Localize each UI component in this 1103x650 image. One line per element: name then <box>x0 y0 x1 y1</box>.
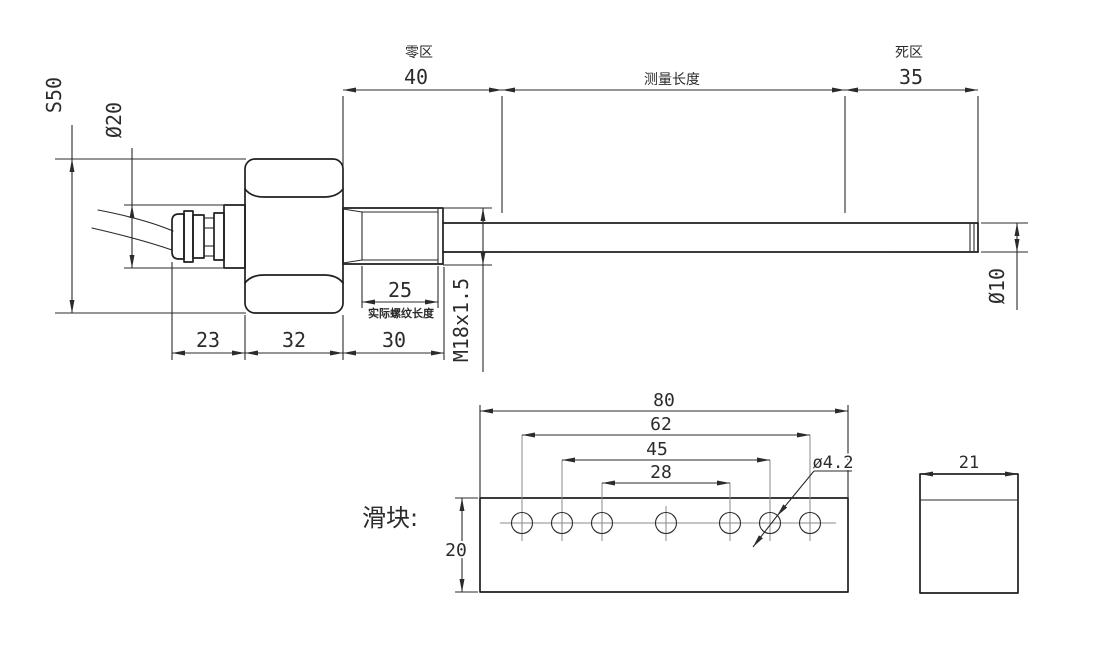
zero-zone-value: 40 <box>404 65 428 89</box>
dim-rod-dia: Ø10 <box>981 222 1028 310</box>
measuring-length-label: 测量长度 <box>644 72 700 88</box>
dim-hex-across-flats: S50 <box>40 75 246 314</box>
dim-bottom-chain: 23 32 30 <box>171 262 445 360</box>
hex-across-flats-value: S50 <box>42 77 66 113</box>
gland-ring-3 <box>213 212 225 261</box>
cable-gland-dia-value: Ø20 <box>102 102 126 138</box>
dead-zone-value: 35 <box>899 65 923 89</box>
thread-section <box>342 207 444 265</box>
dim-thread-length: 25 实际螺纹长度 <box>361 266 439 322</box>
probe-side-view: 零区 40 测量长度 死区 35 S50 Ø20 25 <box>40 43 1028 372</box>
slider-side-view: 21 <box>919 451 1019 594</box>
overall-width-value: 80 <box>653 390 675 411</box>
gland-collar <box>223 204 246 269</box>
hole-span-28-value: 28 <box>650 462 672 483</box>
measuring-rod <box>442 222 979 253</box>
slider-label: 滑块: <box>362 504 418 532</box>
thread-chamfer-top <box>342 208 363 213</box>
slider-side-outline <box>919 473 1019 594</box>
hole-span-45-value: 45 <box>646 439 668 460</box>
mounting-hole <box>758 511 782 535</box>
dim-slider-height: 20 <box>443 497 478 593</box>
mounting-hole <box>510 511 534 535</box>
mounting-hole <box>550 511 574 535</box>
slider-depth-value: 21 <box>959 453 979 473</box>
dim-hole-spans: 80 62 45 28 <box>479 388 849 498</box>
dim-thread-spec: M18x1.5 <box>443 207 492 372</box>
dim-hole-dia: ø4.2 <box>752 451 855 548</box>
gland-neck-top <box>203 217 215 229</box>
hex-facet-line-bottom <box>244 274 344 284</box>
mounting-hole <box>798 511 822 535</box>
dim-cable-gland-dia: Ø20 <box>100 100 225 269</box>
mounting-hole <box>718 511 742 535</box>
cable-curve-bottom <box>91 227 173 251</box>
thread-length-value: 25 <box>388 278 412 302</box>
hex-outline <box>244 158 344 314</box>
slider-height-value: 20 <box>445 540 467 561</box>
dim-top-chain: 零区 40 测量长度 死区 35 <box>342 43 979 223</box>
gland-dome <box>171 213 185 260</box>
gland-length-value: 23 <box>196 328 220 352</box>
cable-gland <box>171 204 246 269</box>
thread-spec-value: M18x1.5 <box>449 278 473 362</box>
slider-front-view: 滑块: 80 62 45 <box>360 388 855 593</box>
hex-body <box>244 158 344 314</box>
dead-zone-label: 死区 <box>895 45 923 61</box>
thread-outline <box>342 207 444 265</box>
slider-body-outline <box>479 497 849 593</box>
mounting-holes <box>510 511 822 535</box>
thread-section-length-value: 30 <box>382 328 406 352</box>
mounting-hole <box>654 511 678 535</box>
thread-length-note: 实际螺纹长度 <box>368 306 435 320</box>
gland-ring-1 <box>183 210 194 263</box>
hole-span-62-value: 62 <box>650 414 672 435</box>
hole-dia-value: ø4.2 <box>813 453 854 473</box>
gland-neck-bottom <box>203 245 215 257</box>
hex-facet-line-top <box>244 188 344 198</box>
thread-chamfer-bottom <box>342 259 363 264</box>
cable-curve-top <box>97 209 174 232</box>
hex-length-value: 32 <box>282 328 306 352</box>
zero-zone-label: 零区 <box>405 45 433 61</box>
rod-dia-value: Ø10 <box>985 268 1009 304</box>
gland-ring-2 <box>192 214 205 259</box>
mounting-hole <box>590 511 614 535</box>
